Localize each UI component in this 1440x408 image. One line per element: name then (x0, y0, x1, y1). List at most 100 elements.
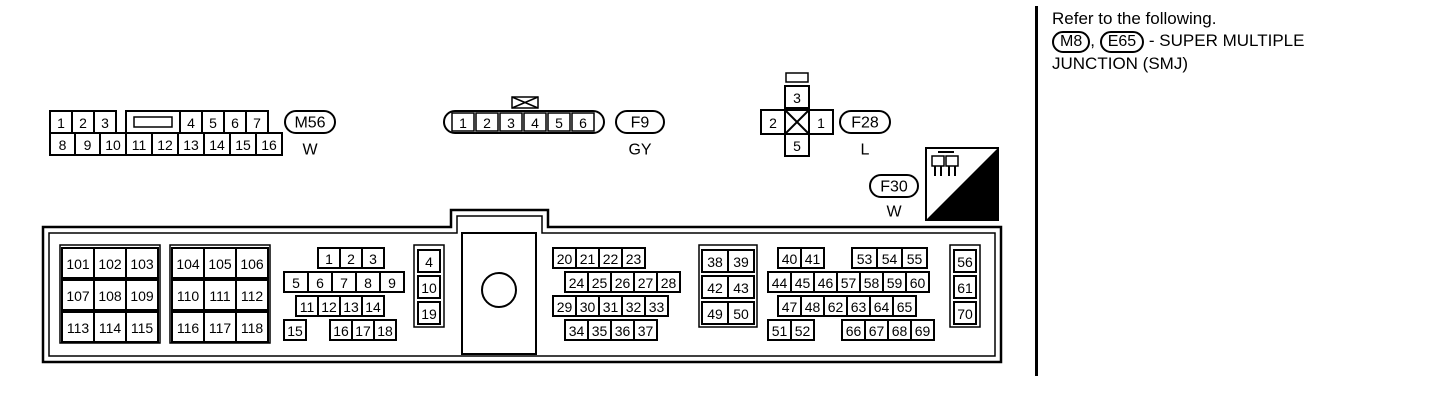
f9-pin-number: 5 (555, 115, 563, 131)
ecm-pin-number: 1 (325, 251, 333, 267)
ecm-pin-number: 37 (638, 323, 654, 339)
ecm-connector-inner-outline (48, 215, 996, 357)
hs-badge (925, 147, 999, 221)
f30-id: F30 (880, 179, 908, 196)
f28-id-badge[interactable] (839, 110, 891, 134)
ecm-pin-number: 46 (818, 275, 834, 291)
m56-pin-number: 3 (101, 115, 109, 131)
ecm-pin-number: 26 (615, 275, 631, 291)
ecm-pin-box (417, 301, 441, 325)
ecm-pin-number: 5 (292, 275, 300, 291)
ecm-pin-box (417, 275, 441, 299)
ecm-pin-number: 54 (882, 251, 898, 267)
f28-pin-box (808, 109, 834, 135)
ecm-pin-number: 22 (603, 251, 619, 267)
f28-lock-tab (785, 72, 809, 83)
f28-color: L (861, 142, 870, 159)
ecm-block-3-side-frame (413, 244, 445, 328)
ecm-pin-box (93, 279, 127, 311)
ecm-block-7-frame (949, 244, 981, 328)
f9-pin-box (571, 112, 595, 132)
ecm-pin-box (727, 249, 755, 273)
reference-note: Refer to the following. M8, E65 - SUPER … (1052, 8, 1432, 75)
ecm-pin-number: 109 (130, 288, 154, 304)
note-line-3: JUNCTION (SMJ) (1052, 54, 1188, 73)
ecm-pin-number: 56 (957, 254, 973, 270)
ecm-pin-number: 9 (388, 275, 396, 291)
f30-id-badge[interactable] (869, 174, 919, 198)
ecm-pin-number: 45 (795, 275, 811, 291)
m56-pin-number: 10 (105, 137, 121, 153)
ecm-pin-number: 24 (569, 275, 585, 291)
ecm-pin-box (910, 319, 935, 341)
hs-badge-text: H.S. (954, 198, 985, 215)
ecm-pin-number: 19 (421, 306, 437, 322)
ecm-pin-number: 47 (782, 299, 798, 315)
ecm-pin-number: 108 (98, 288, 122, 304)
ecm-pin-box (727, 275, 755, 299)
ecm-pin-number: 101 (66, 256, 90, 272)
hs-badge-triangle (926, 148, 998, 220)
note-line-2-rest: - SUPER MULTIPLE (1148, 31, 1305, 50)
ecm-pin-number: 58 (864, 275, 880, 291)
ecm-pin-number: 62 (828, 299, 844, 315)
ecm-pin-number: 118 (241, 320, 264, 336)
ecm-center-bolt (481, 272, 517, 308)
f30-color: W (886, 204, 902, 221)
ecm-pin-number: 65 (897, 299, 913, 315)
ecm-pin-number: 106 (240, 256, 264, 272)
ecm-pin-number: 59 (887, 275, 903, 291)
ecm-pin-number: 107 (66, 288, 90, 304)
ecm-pin-number: 40 (782, 251, 798, 267)
ecm-pin-number: 38 (707, 254, 723, 270)
ecm-pin-box (727, 301, 755, 325)
note-line-2: M8, E65 - SUPER MULTIPLE (1052, 30, 1432, 53)
ecm-pin-number: 21 (580, 251, 596, 267)
f28-pin-number: 3 (793, 90, 801, 106)
ecm-pin-number: 115 (131, 320, 154, 336)
ecm-pin-number: 69 (915, 323, 931, 339)
f9-pin-number: 4 (531, 115, 539, 131)
ecm-pin-box (379, 271, 405, 293)
ecm-pin-box (235, 311, 269, 343)
ref-e65[interactable]: E65 (1099, 31, 1145, 53)
ecm-pin-number: 116 (177, 320, 200, 336)
ecm-pin-number: 42 (707, 280, 723, 296)
ecm-pin-box (125, 311, 159, 343)
m56-pin-box (255, 132, 283, 156)
ecm-pin-number: 25 (592, 275, 608, 291)
ecm-pin-number: 51 (772, 323, 788, 339)
f9-pin-box (451, 112, 475, 132)
f9-pin-number: 3 (507, 115, 515, 131)
m56-pin-number: 1 (57, 115, 65, 131)
ecm-pin-number: 30 (580, 299, 596, 315)
f28-pin-number: 2 (769, 115, 777, 131)
ecm-pin-box (656, 271, 681, 293)
f28-pin-number: 1 (817, 115, 825, 131)
f9-id: F9 (631, 115, 650, 132)
ecm-pin-number: 50 (733, 306, 749, 322)
m56-color: W (302, 142, 318, 159)
ecm-pin-box (171, 311, 205, 343)
ecm-pin-number: 12 (321, 299, 337, 315)
ecm-pin-number: 35 (592, 323, 608, 339)
m56-pin-number: 2 (79, 115, 87, 131)
ecm-pin-box (892, 295, 917, 317)
ecm-block-5-frame (698, 244, 758, 328)
m56-pin-number: 14 (209, 137, 225, 153)
ecm-pin-box (621, 247, 646, 269)
ecm-pin-number: 15 (287, 323, 303, 339)
f28-blank-cross (784, 109, 810, 135)
m56-pin-number: 6 (231, 115, 239, 131)
f9-pin-number: 1 (459, 115, 467, 131)
ecm-pin-box (235, 247, 269, 279)
f9-id-badge[interactable] (615, 110, 665, 134)
ecm-pin-box (283, 319, 307, 341)
m56-id-badge[interactable] (284, 110, 336, 134)
ecm-pin-number: 117 (209, 320, 232, 336)
ref-m8[interactable]: M8 (1052, 31, 1091, 53)
ecm-pin-box (633, 319, 658, 341)
ecm-pin-number: 114 (99, 320, 122, 336)
ecm-pin-number: 16 (333, 323, 349, 339)
ecm-pin-box (361, 295, 385, 317)
